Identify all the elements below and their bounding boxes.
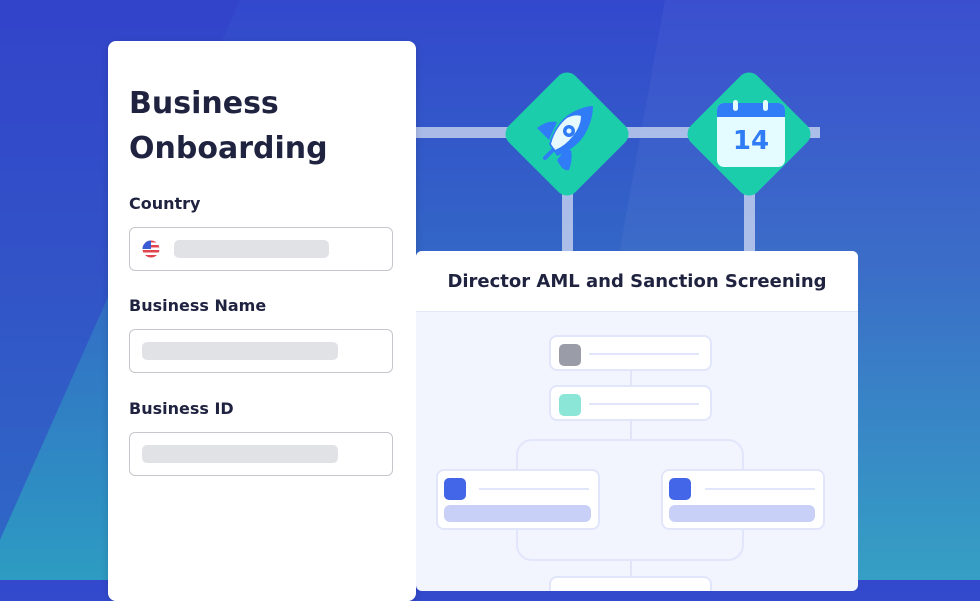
node-icon (559, 394, 581, 416)
flow-connector (630, 369, 632, 389)
flow-node[interactable] (549, 576, 712, 591)
node-line (705, 488, 815, 490)
node-line (589, 353, 699, 355)
title-line: Onboarding (129, 131, 328, 166)
placeholder (142, 342, 338, 360)
node-icon (669, 478, 691, 500)
business-id-input[interactable] (129, 432, 393, 476)
business-name-label: Business Name (129, 296, 267, 315)
country-select[interactable] (129, 227, 393, 271)
business-name-input[interactable] (129, 329, 393, 373)
node-icon (444, 478, 466, 500)
calendar-icon: 14 (717, 100, 785, 168)
flow-connector (630, 419, 632, 441)
node-icon (559, 344, 581, 366)
title-line: Business (129, 86, 279, 121)
node-line (589, 403, 699, 405)
connector-vertical (744, 185, 755, 252)
placeholder (174, 240, 329, 258)
flow-node[interactable] (661, 469, 825, 530)
flow-node[interactable] (549, 335, 712, 371)
flow-node[interactable] (549, 385, 712, 421)
rocket-icon (537, 106, 593, 171)
flow-connector (630, 559, 632, 589)
connector-vertical (562, 185, 573, 252)
node-line (479, 488, 589, 490)
placeholder (142, 445, 338, 463)
node-bar (669, 505, 815, 522)
panel-title: Director AML and Sanction Screening (416, 251, 858, 312)
screening-panel: Director AML and Sanction Screening (416, 251, 858, 591)
node-bar (444, 505, 591, 522)
country-label: Country (129, 194, 201, 213)
flow-node[interactable] (436, 469, 600, 530)
us-flag-icon (142, 240, 160, 258)
business-id-label: Business ID (129, 399, 234, 418)
calendar-day: 14 (732, 126, 770, 156)
